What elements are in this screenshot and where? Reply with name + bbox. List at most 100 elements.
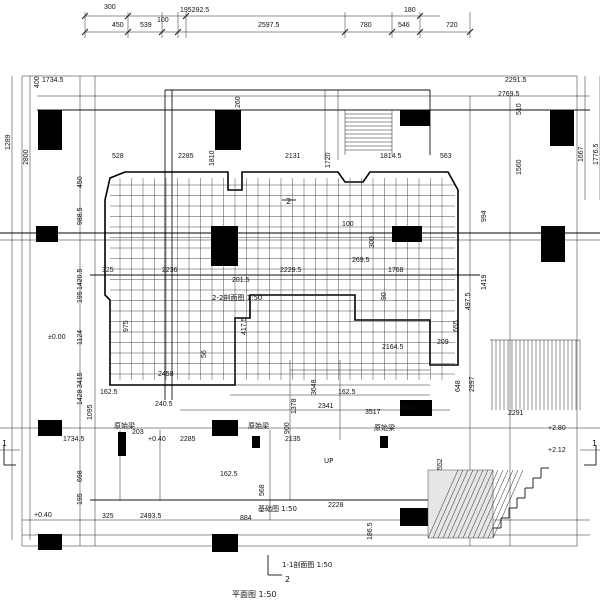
right-dim: 2291 bbox=[508, 410, 524, 417]
inner-dim: 975 bbox=[123, 320, 130, 332]
section-2-2-label: 2-2剖面图 1:50 bbox=[212, 293, 262, 302]
top-dimension-lines: 300 100 195292.5 180 450 539 2597.5 780 … bbox=[81, 4, 474, 38]
left-dimensions: 400 1289 2800 450 988.5 ±0.00 1420.5 195… bbox=[5, 76, 94, 540]
top-dim-2597: 2597.5 bbox=[258, 22, 280, 29]
left-dim: 1289 bbox=[5, 134, 12, 150]
right-dim: 1776.5 bbox=[593, 143, 600, 165]
stairs-top bbox=[344, 110, 393, 155]
inner-dim: 2229.5 bbox=[280, 267, 302, 274]
elevation-040: +0.40 bbox=[148, 436, 166, 443]
beam-column bbox=[118, 432, 126, 456]
left-dim: 698 bbox=[77, 470, 84, 482]
inner-dim: 884 bbox=[240, 515, 252, 522]
elevation-212: +2.12 bbox=[548, 447, 566, 454]
top-dim-780: 780 bbox=[360, 22, 372, 29]
inner-dim: 3517 bbox=[365, 409, 381, 416]
inner-dim: 209 bbox=[437, 339, 449, 346]
left-dim: 2800 bbox=[23, 149, 30, 165]
column bbox=[400, 400, 432, 416]
inner-dim: 1768 bbox=[388, 267, 404, 274]
drawing-labels: 2-2剖面图 1:50 1-1剖面图 1:50 基础图 1:50 平面图 1:5… bbox=[2, 197, 597, 599]
base-plan-label: 基础图 1:50 bbox=[258, 504, 297, 513]
inner-dim: 1734.5 bbox=[63, 436, 85, 443]
elevation-000: ±0.00 bbox=[48, 334, 66, 341]
left-dim: 195 bbox=[77, 493, 84, 505]
inner-dim: 563 bbox=[440, 153, 452, 160]
column bbox=[38, 110, 62, 150]
top-dim-450: 450 bbox=[112, 22, 124, 29]
inner-dim: 417.5 bbox=[241, 317, 248, 335]
inner-dim: 552 bbox=[437, 458, 444, 470]
top-dim-180: 180 bbox=[404, 7, 416, 14]
right-dim: 1560 bbox=[516, 159, 523, 175]
inner-dim: 2285 bbox=[180, 436, 196, 443]
column bbox=[212, 534, 238, 552]
inner-dim: 162.5 bbox=[100, 389, 118, 396]
structural-columns bbox=[36, 110, 574, 552]
column bbox=[36, 226, 58, 242]
beam-column bbox=[252, 436, 260, 448]
inner-dim: 568 bbox=[259, 484, 266, 496]
inner-dim: 2236 bbox=[162, 267, 178, 274]
inner-dim: 900 bbox=[284, 422, 291, 434]
left-dim: 400 bbox=[34, 76, 41, 88]
inner-dim: 260 bbox=[235, 96, 242, 108]
inner-dim: 100 bbox=[342, 221, 354, 228]
column bbox=[38, 420, 62, 436]
column bbox=[215, 110, 241, 150]
right-dim: 994 bbox=[481, 210, 488, 222]
column bbox=[550, 110, 574, 146]
axis-2-bottom: 2 bbox=[285, 575, 290, 584]
right-dim: 655 bbox=[453, 320, 460, 332]
right-dim: 1419 bbox=[481, 274, 488, 290]
inner-dim: 528 bbox=[112, 153, 124, 160]
section-1-1-label: 1-1剖面图 1:50 bbox=[282, 560, 332, 569]
inner-dim: 325 bbox=[102, 267, 114, 274]
top-dim-546: 546 bbox=[398, 22, 410, 29]
top-dim-539: 539 bbox=[140, 22, 152, 29]
top-dim-720: 720 bbox=[446, 22, 458, 29]
left-dim: 1428 bbox=[77, 389, 84, 405]
beam-label: 原始梁 bbox=[248, 421, 269, 430]
inner-dim: 2493.5 bbox=[140, 513, 162, 520]
column bbox=[400, 508, 430, 526]
left-dim: 450 bbox=[77, 176, 84, 188]
column bbox=[392, 226, 422, 242]
right-dimensions: 2291.5 2769.5 510 1560 1667 1776.5 994 1… bbox=[453, 76, 600, 417]
right-dim: 648 bbox=[455, 380, 462, 392]
top-dim-195292: 195292.5 bbox=[180, 7, 209, 14]
inner-dimensions: 1734.5 260 528 2285 1810 2131 1720 1814.… bbox=[34, 77, 566, 540]
left-dim: 195 bbox=[77, 291, 84, 303]
column bbox=[541, 226, 565, 262]
right-dim: 497.5 bbox=[465, 292, 472, 310]
inner-dim: 2458 bbox=[158, 371, 174, 378]
inner-dim: 1810 bbox=[209, 150, 216, 166]
inner-dim: 240.5 bbox=[155, 401, 173, 408]
beam-column bbox=[380, 436, 388, 448]
inner-dim: 1378 bbox=[291, 398, 298, 414]
left-dim: 1095 bbox=[87, 404, 94, 420]
elevation-280: +2.80 bbox=[548, 425, 566, 432]
axis-1-left: 1 bbox=[2, 439, 7, 448]
inner-dim: 1734.5 bbox=[42, 77, 64, 84]
elevation-040-low: +0.40 bbox=[34, 512, 52, 519]
inner-dim: 2228 bbox=[328, 502, 344, 509]
inner-dim: 2135 bbox=[285, 436, 301, 443]
inner-dim: 2341 bbox=[318, 403, 334, 410]
inner-dim: 56 bbox=[201, 350, 208, 358]
right-dim: 1667 bbox=[578, 146, 585, 162]
inner-dim: 201.5 bbox=[232, 277, 250, 284]
left-dim: 1420.5 bbox=[77, 268, 84, 290]
left-dim: 3415 bbox=[77, 372, 84, 388]
inner-dim: 162.5 bbox=[220, 471, 238, 478]
inner-dim: 269.5 bbox=[352, 257, 370, 264]
inner-dim: 184.5 bbox=[400, 405, 418, 412]
axis-1-right: 1 bbox=[592, 439, 597, 448]
plan-title: 平面图 1:50 bbox=[232, 590, 277, 599]
inner-dim: 1814.5 bbox=[380, 153, 402, 160]
inner-dim: 2164.5 bbox=[382, 344, 404, 351]
axis-lines bbox=[0, 199, 600, 576]
inner-dim: 300 bbox=[369, 236, 376, 248]
inner-dim: 2285 bbox=[178, 153, 194, 160]
